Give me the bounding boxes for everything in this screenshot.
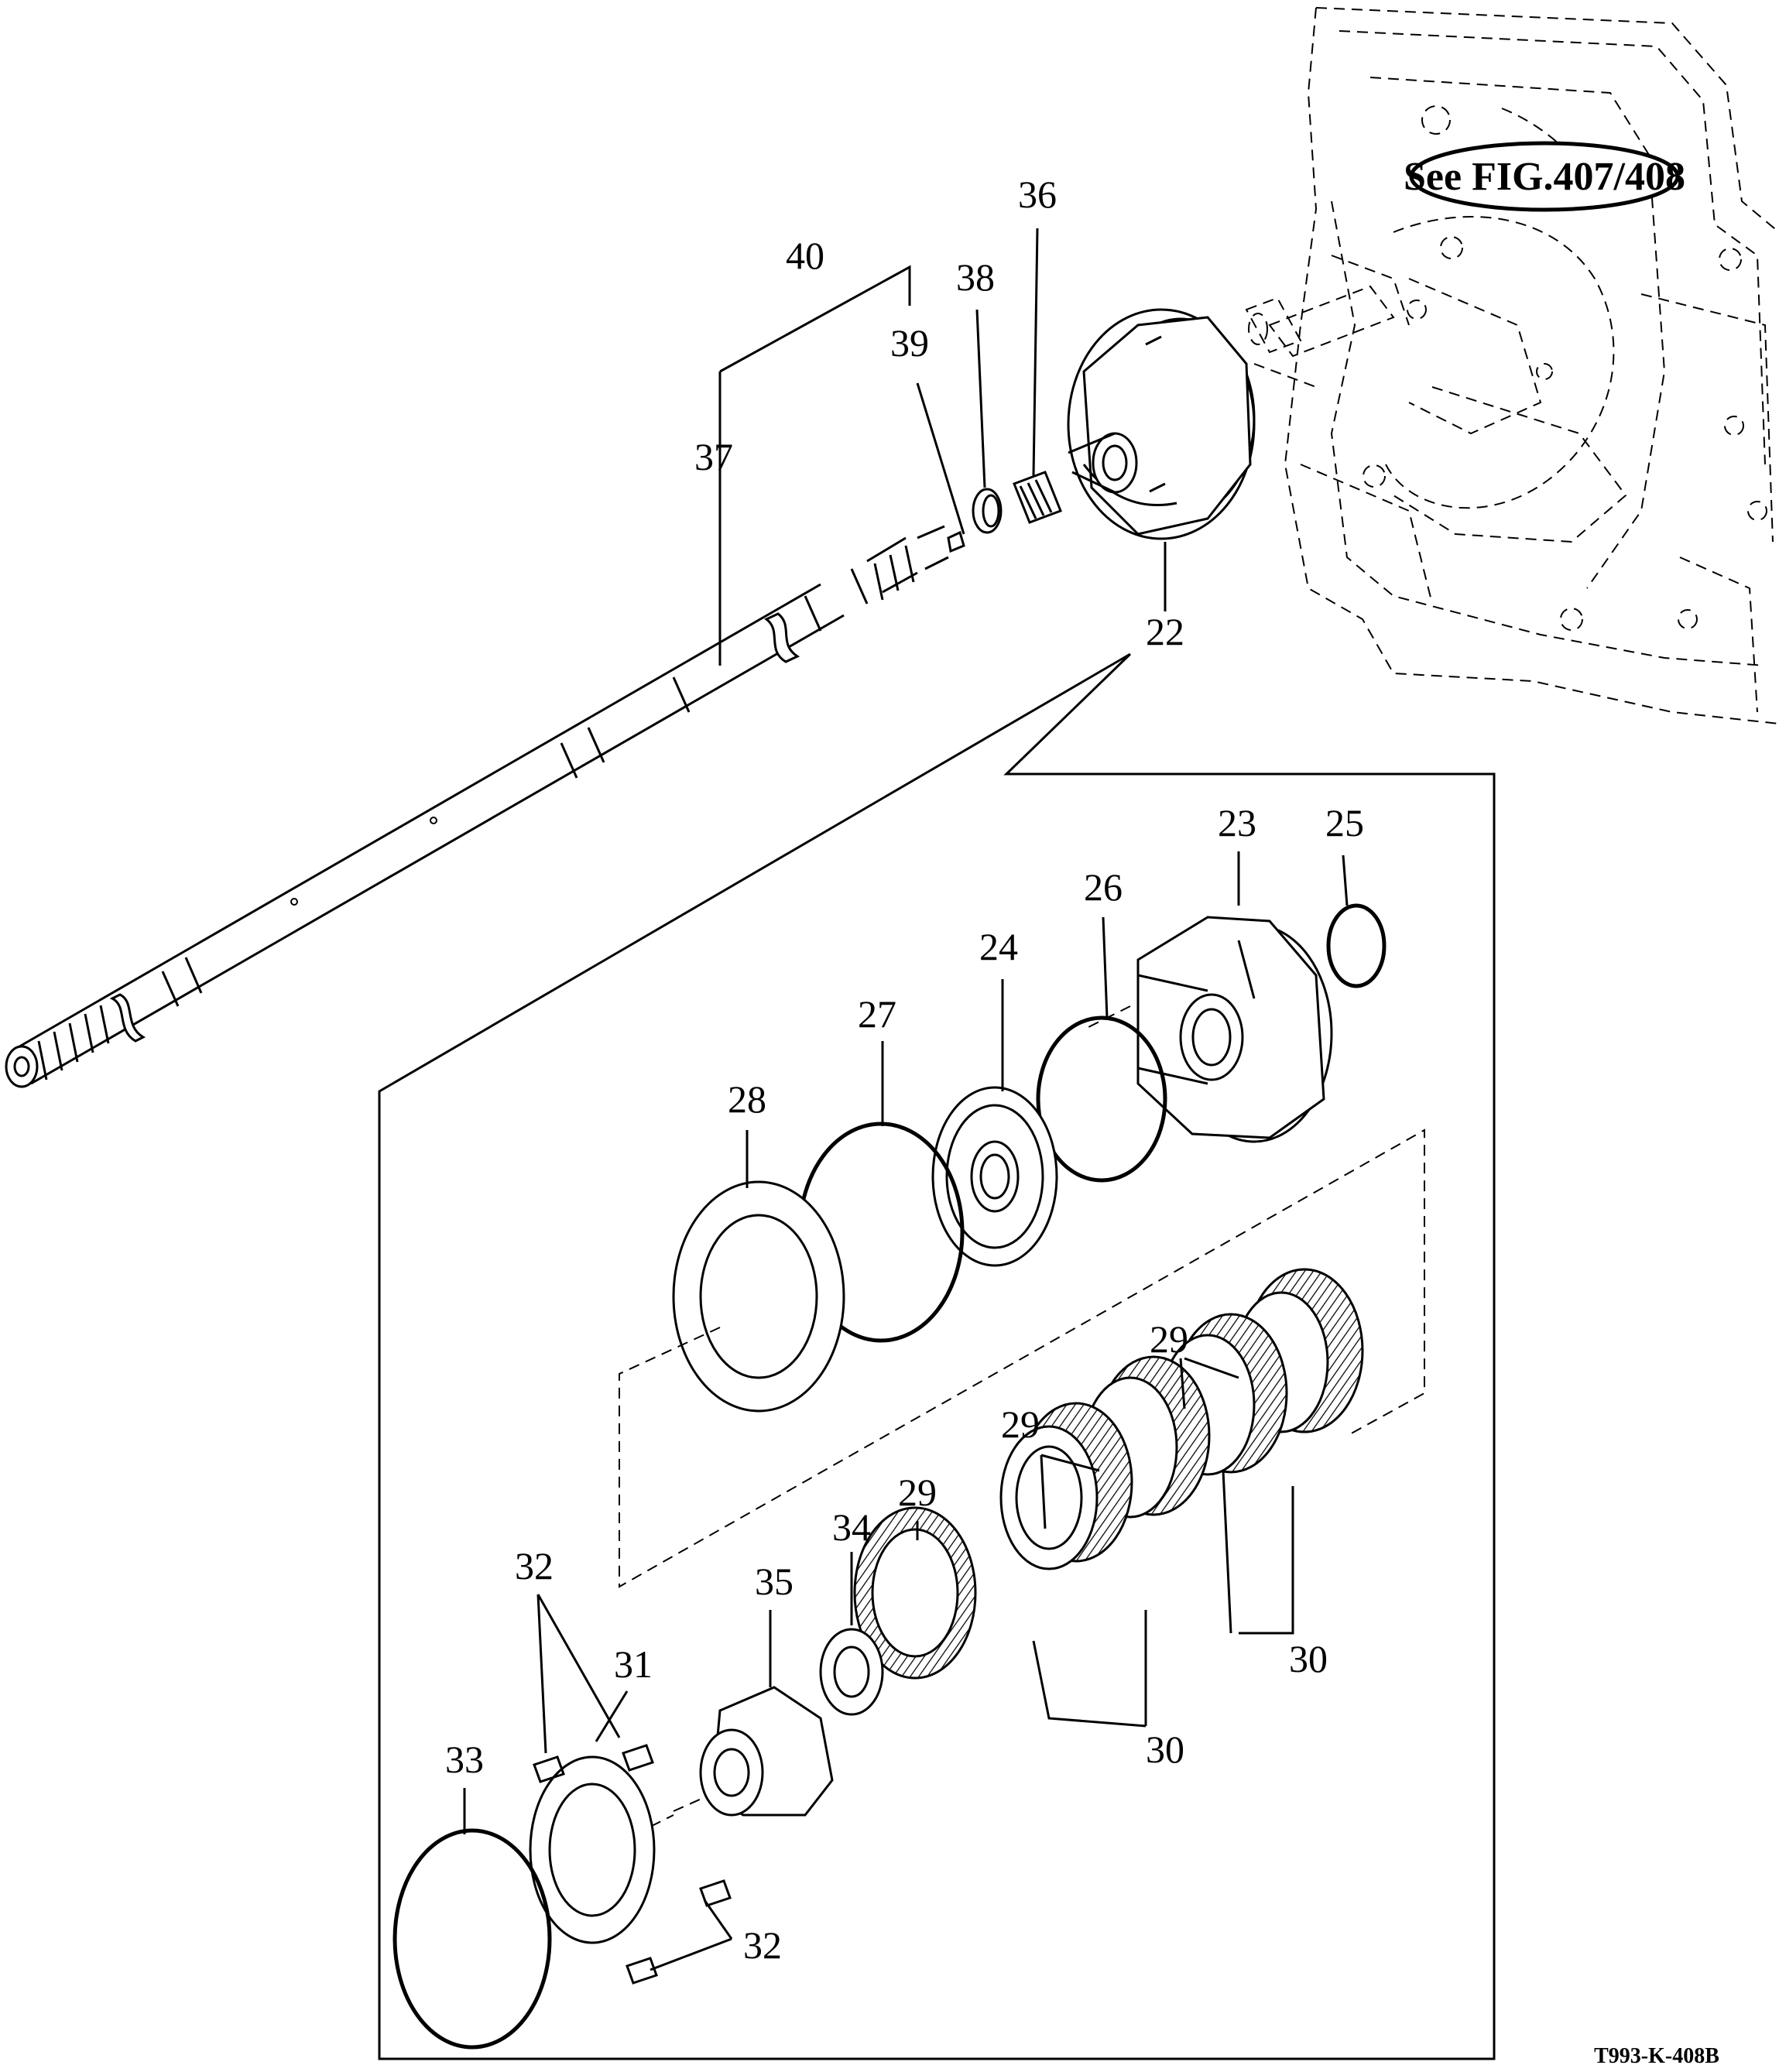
callout-32-top: 32 bbox=[515, 1544, 554, 1587]
callout-31: 31 bbox=[614, 1642, 653, 1686]
callout-35: 35 bbox=[755, 1560, 794, 1603]
callout-29-lower: 29 bbox=[898, 1471, 937, 1514]
callout-26: 26 bbox=[1084, 865, 1123, 909]
clutch-plates-29-30 bbox=[853, 1268, 1364, 1680]
figure-code: T993-K-408B bbox=[1594, 2044, 1719, 2068]
callout-30-right: 30 bbox=[1289, 1637, 1328, 1680]
o-ring-25 bbox=[1326, 903, 1387, 988]
retainer-plate-31 bbox=[529, 1755, 656, 1944]
callout-34: 34 bbox=[832, 1505, 871, 1549]
hub-35 bbox=[699, 1686, 834, 1817]
clutch-assembly-22 bbox=[1067, 308, 1256, 540]
callout-33: 33 bbox=[445, 1738, 484, 1781]
transmission-housing-outline bbox=[1253, 7, 1779, 724]
callout-39: 39 bbox=[890, 321, 929, 365]
piston-24 bbox=[931, 1086, 1058, 1267]
see-figure-label: See FIG.407/408 bbox=[1404, 155, 1685, 199]
ring-26 bbox=[1036, 1015, 1167, 1183]
inset-leader-lines bbox=[463, 851, 1349, 1971]
housing-input-shaft bbox=[1245, 255, 1410, 358]
shaft-37 bbox=[5, 525, 949, 1088]
callout-28: 28 bbox=[728, 1077, 766, 1121]
snap-ring-33 bbox=[392, 1828, 552, 2050]
detail-inset-frame bbox=[378, 652, 1496, 2060]
callout-37: 37 bbox=[694, 435, 733, 478]
callout-38: 38 bbox=[956, 255, 995, 299]
callout-29-middle: 29 bbox=[1001, 1402, 1040, 1446]
springs-32 bbox=[533, 1744, 732, 1985]
small-parts-36-38-39 bbox=[947, 471, 1062, 553]
callout-24: 24 bbox=[979, 925, 1018, 968]
callout-22: 22 bbox=[1146, 610, 1184, 653]
callout-29-upper: 29 bbox=[1150, 1317, 1188, 1361]
callout-labels: 40 39 38 36 37 22 23 25 26 24 27 28 29 2… bbox=[445, 173, 1364, 1967]
callout-23: 23 bbox=[1218, 801, 1256, 844]
callout-32-bottom: 32 bbox=[743, 1923, 782, 1967]
callout-27: 27 bbox=[858, 992, 896, 1036]
plate-28 bbox=[672, 1180, 845, 1413]
callout-25: 25 bbox=[1325, 801, 1364, 844]
piston-housing-23 bbox=[1136, 916, 1333, 1143]
callout-30-left: 30 bbox=[1146, 1728, 1184, 1771]
see-figure-reference: See FIG.407/408 bbox=[1404, 141, 1685, 212]
callout-40: 40 bbox=[786, 234, 824, 277]
callout-36: 36 bbox=[1018, 173, 1057, 216]
bearing-34 bbox=[819, 1628, 884, 1716]
upper-leader-lines bbox=[718, 228, 1167, 666]
